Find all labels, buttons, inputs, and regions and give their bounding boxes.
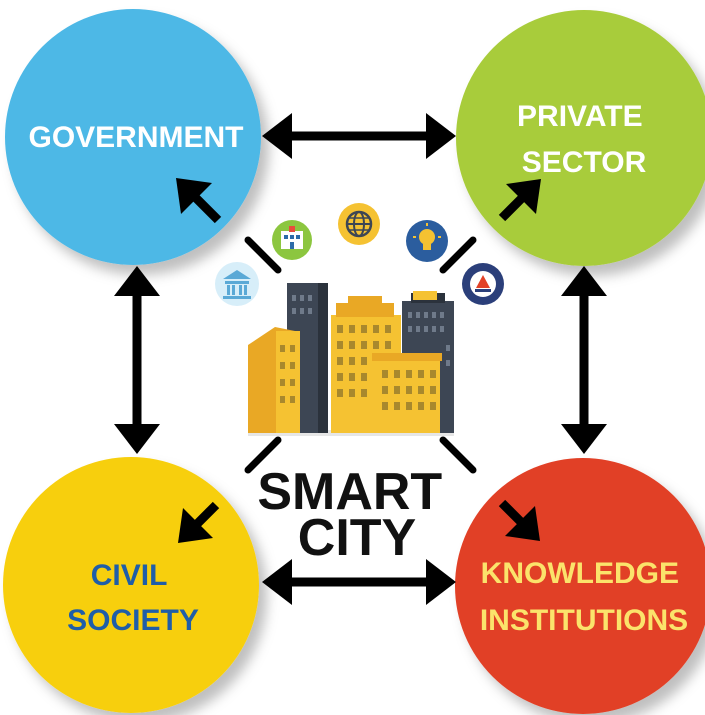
globe-icon — [338, 203, 380, 245]
center-connector-lines — [244, 236, 477, 474]
smart-city-title-line1: SMART — [257, 463, 442, 521]
bank-icon — [215, 262, 259, 306]
government-node: GOVERNMENT — [5, 9, 261, 265]
government-label-line1: GOVERNMENT — [28, 121, 243, 154]
government-pointer-arrow — [176, 178, 222, 224]
bottom-double-arrow — [262, 559, 456, 605]
private-sector-node: PRIVATE SECTOR — [456, 10, 705, 266]
knowledge-institutions-label-line1: KNOWLEDGE — [481, 557, 679, 590]
city-buildings-illustration — [248, 283, 454, 436]
smart-city-title: SMART CITY — [257, 463, 456, 567]
private-sector-label: PRIVATE SECTOR — [517, 100, 651, 179]
left-double-arrow — [114, 266, 160, 454]
smart-city-title-line2: CITY — [298, 509, 416, 567]
lightbulb-icon — [406, 220, 448, 262]
civil-society-label: CIVIL SOCIETY — [67, 559, 199, 637]
top-double-arrow — [262, 113, 456, 159]
civil-society-label-line1: CIVIL — [91, 559, 167, 592]
knowledge-institutions-pointer-arrow — [498, 499, 540, 541]
private-sector-pointer-arrow — [498, 179, 541, 222]
government-label: GOVERNMENT — [28, 121, 243, 154]
civil-society-node: CIVIL SOCIETY — [3, 457, 259, 713]
right-double-arrow — [561, 266, 607, 454]
civil-society-pointer-arrow — [178, 501, 220, 543]
sailboat-icon — [462, 263, 504, 305]
knowledge-institutions-label: KNOWLEDGE INSTITUTIONS — [480, 557, 688, 637]
private-sector-label-line1: PRIVATE — [517, 100, 643, 133]
knowledge-institutions-label-line2: INSTITUTIONS — [480, 604, 688, 637]
private-sector-label-line2: SECTOR — [522, 146, 647, 179]
knowledge-institutions-node: KNOWLEDGE INSTITUTIONS — [455, 458, 705, 714]
civil-society-label-line2: SOCIETY — [67, 604, 199, 637]
hospital-icon — [272, 220, 312, 260]
